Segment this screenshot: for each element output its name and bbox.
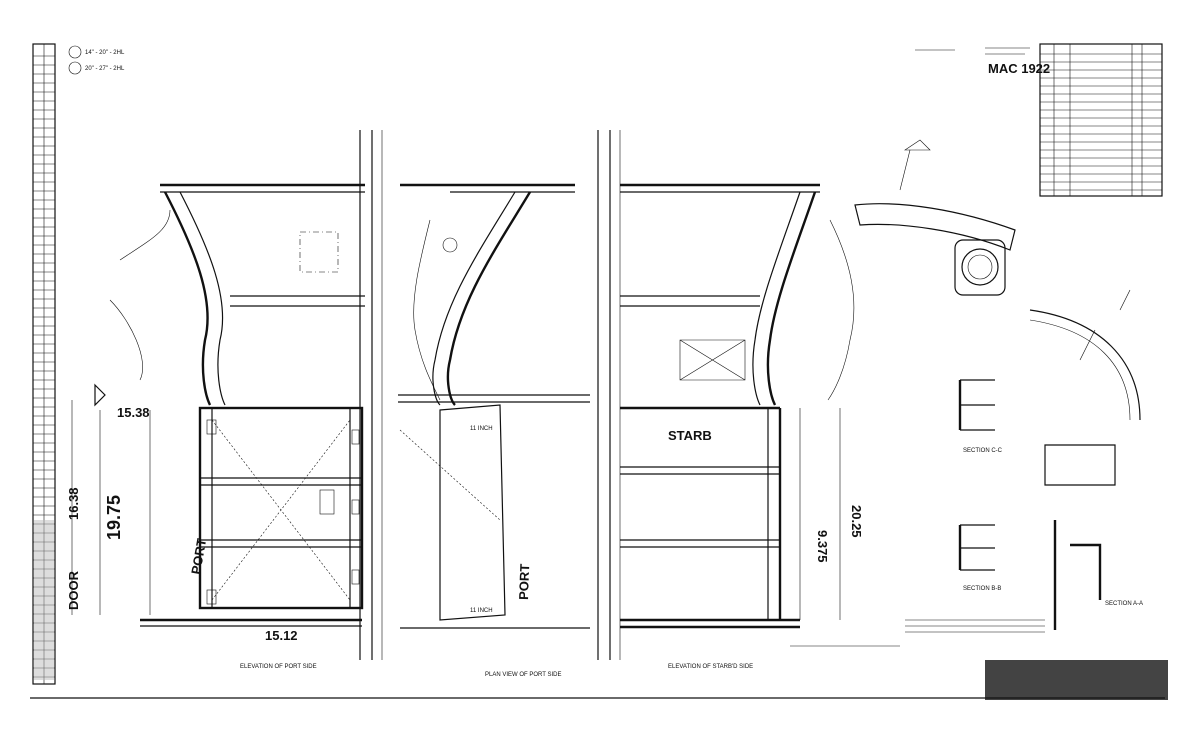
section-details: SECTION C-C SECTION B-B SECTION A-A xyxy=(958,379,1143,630)
port-plan-label: PORT xyxy=(516,563,532,600)
center-skin-lines xyxy=(359,130,621,660)
dim-20-25: 20.25 xyxy=(849,505,864,538)
dim-9-375: 9.375 xyxy=(815,530,830,563)
detail-instrument-panel xyxy=(854,139,1016,296)
caption-section-cc: SECTION C-C xyxy=(963,448,1003,454)
left-revision-strip xyxy=(32,43,56,685)
caption-elevation-starb: ELEVATION OF STARB'D SIDE xyxy=(668,664,753,670)
title-area: MAC 1922 xyxy=(915,47,1050,76)
drawing-title: MAC 1922 xyxy=(988,61,1050,76)
dim-11-inch-bottom: 11 INCH xyxy=(470,608,493,614)
header-note-1: 14" - 20" - 2HL xyxy=(85,50,125,56)
header-note-2: 20" - 27" - 2HL xyxy=(85,66,125,72)
header-notes: 14" - 20" - 2HL 20" - 27" - 2HL xyxy=(68,45,125,75)
starb-label: STARB xyxy=(668,428,712,443)
bottom-notes xyxy=(790,619,1045,647)
detail-arc-section xyxy=(1029,289,1141,421)
dim-15-12: 15.12 xyxy=(265,628,298,643)
port-plan-view: 11 INCH 11 INCH PORT PLAN VIEW OF PORT S… xyxy=(398,183,590,678)
starb-elevation: STARB 9.375 20.25 ELEVATION OF STARB'D S… xyxy=(620,183,864,670)
parts-list-table xyxy=(1039,43,1163,197)
caption-plan-port: PLAN VIEW OF PORT SIDE xyxy=(485,672,561,678)
door-label: DOOR xyxy=(66,570,81,610)
dim-19-75: 19.75 xyxy=(104,495,124,540)
caption-elevation-port: ELEVATION OF PORT SIDE xyxy=(240,664,317,670)
caption-section-ac: SECTION A-A xyxy=(1105,601,1143,607)
port-elevation: 15.38 16.38 19.75 DOOR PORT 15.12 ELEVAT… xyxy=(66,183,365,670)
dim-15-38: 15.38 xyxy=(117,405,150,420)
dim-16-38: 16.38 xyxy=(66,487,81,520)
title-block xyxy=(985,660,1168,700)
port-label: PORT xyxy=(188,537,209,575)
caption-section-bb: SECTION B-B xyxy=(963,586,1001,592)
dim-11-inch-top: 11 INCH xyxy=(470,426,493,432)
